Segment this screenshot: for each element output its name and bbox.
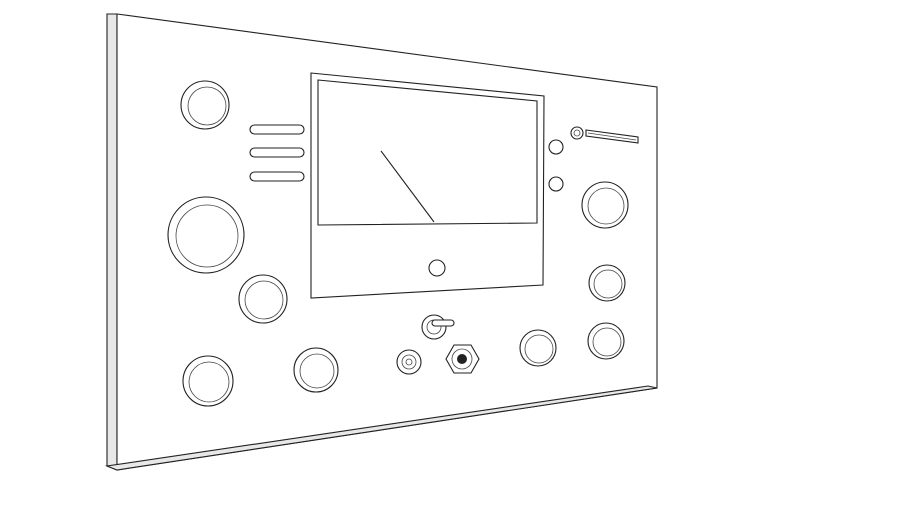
knob-mid-right[interactable] — [588, 264, 626, 302]
knob-bottom-3[interactable] — [519, 329, 557, 367]
hex-nut-connector[interactable] — [445, 344, 480, 374]
meter-zero-adjust[interactable] — [428, 259, 446, 277]
vent-slots — [249, 124, 305, 182]
jack-socket[interactable] — [396, 349, 422, 375]
knob-top-right[interactable] — [581, 181, 629, 229]
knob-top-left[interactable] — [180, 80, 230, 130]
toggle-switch[interactable] — [421, 314, 455, 340]
knob-large-left[interactable] — [167, 196, 245, 274]
knob-bottom-left[interactable] — [182, 355, 234, 407]
analog-meter — [310, 72, 545, 299]
indicator-lamp-1 — [548, 139, 564, 155]
knob-bottom-2[interactable] — [293, 347, 339, 393]
knob-bottom-right[interactable] — [587, 322, 625, 360]
knob-mid-left[interactable] — [238, 274, 288, 324]
meter-needle — [380, 150, 435, 223]
indicator-lamp-2 — [548, 176, 564, 192]
slide-control[interactable] — [570, 126, 639, 144]
